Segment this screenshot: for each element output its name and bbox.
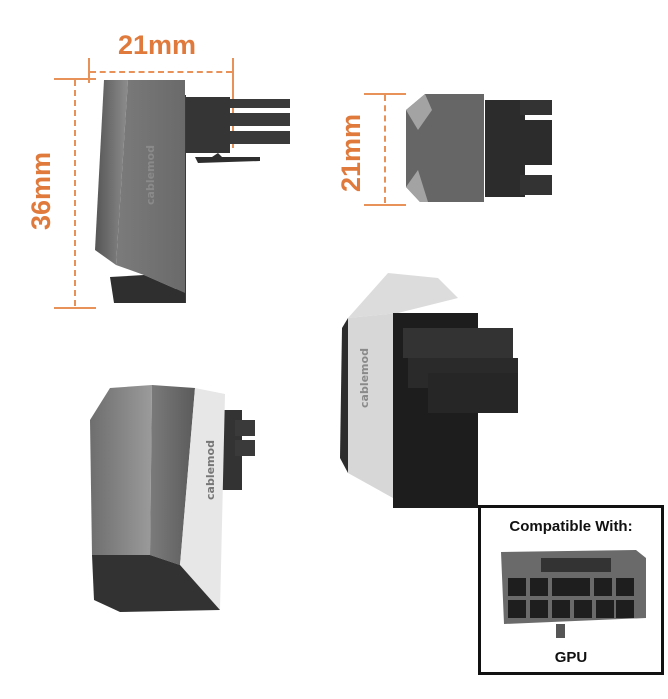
front-height-tick-top (364, 93, 406, 95)
width-tick-left (88, 58, 90, 83)
side-view-adapter-image: cablemod (95, 80, 290, 303)
width-dimension-line (90, 71, 232, 73)
isometric-front-view-image: cablemod (340, 273, 518, 508)
svg-text:cablemod: cablemod (358, 348, 371, 408)
front-height-dimension-label: 21mm (336, 113, 366, 192)
front-height-dimension-line (384, 95, 386, 203)
width-dimension-label: 21mm (118, 30, 197, 60)
svg-text:cablemod: cablemod (204, 440, 217, 500)
svg-text:cablemod: cablemod (144, 145, 157, 205)
height-dimension-line (74, 80, 76, 306)
compatibility-device: GPU (554, 649, 588, 666)
compatibility-title: Compatible With: (509, 518, 633, 535)
compatibility-box: Compatible With: GPU (478, 505, 664, 675)
front-height-tick-bottom (364, 204, 406, 206)
gpu-connector-image (501, 550, 646, 638)
height-tick-bottom (54, 307, 96, 309)
height-dimension-label: 36mm (26, 151, 56, 230)
isometric-rear-view-image: cablemod (90, 385, 255, 612)
front-view-adapter-image (406, 94, 552, 202)
height-tick-top (54, 78, 96, 80)
